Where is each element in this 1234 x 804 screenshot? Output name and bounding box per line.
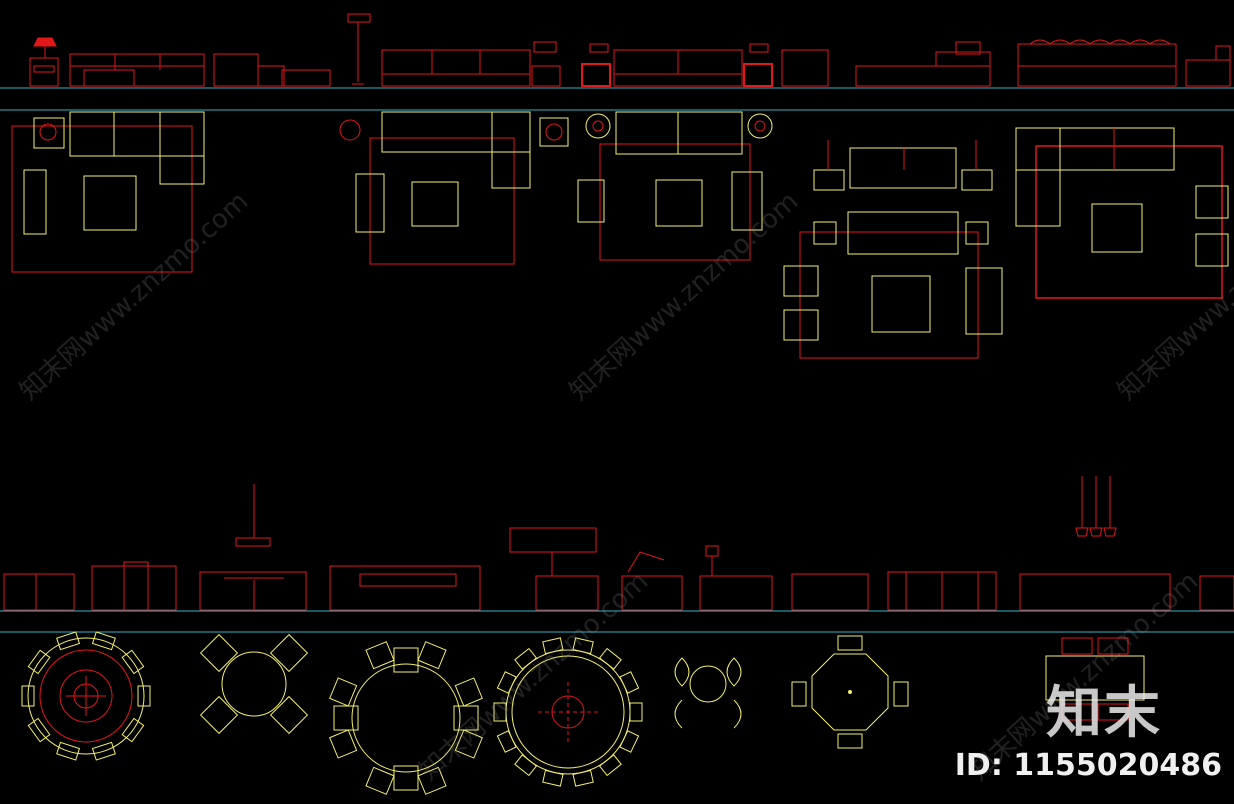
chair-plan-icon: [56, 631, 81, 651]
chair-plan-icon: [598, 754, 622, 777]
dining-elevation-9: [1019, 476, 1234, 611]
chair-plan-icon: [56, 741, 81, 761]
chair-plan-icon: [496, 730, 517, 753]
chair-ring-3: [329, 641, 483, 795]
chair-plan-icon: [21, 685, 35, 707]
chair-ring-1: [21, 631, 151, 761]
sofa-elevation-4: [581, 43, 829, 87]
floor-lamp-elevation-icon: [347, 13, 371, 85]
dining-elevation-1: [3, 573, 75, 611]
chair-plan-icon: [542, 637, 564, 655]
chair-plan-icon: [365, 641, 395, 670]
chair-plan-icon: [496, 671, 517, 694]
guide-lines: [0, 87, 1234, 633]
chair-plan-icon: [514, 647, 538, 670]
sofa-elevation-3: [381, 41, 561, 87]
round-table-plan-1: [27, 637, 145, 755]
chair-plan-icon: [572, 769, 594, 787]
chair-plan-icon: [329, 729, 358, 759]
chair-plan-icon: [121, 717, 145, 743]
chair-plan-icon: [329, 677, 358, 707]
chair-plan-icon: [514, 754, 538, 777]
sofa-plan-5: [1015, 127, 1229, 299]
chair-plan-icon: [454, 729, 483, 759]
chair-plan-icon: [619, 730, 640, 753]
chair-plan-icon: [542, 769, 564, 787]
sofa-elevation-2: [213, 53, 331, 87]
watermark-id: ID: 1155020486: [954, 748, 1222, 783]
round-table-plan-2: [199, 633, 309, 735]
chair-plan-icon: [629, 702, 643, 722]
chair-plan-icon: [417, 641, 447, 670]
dining-elevations: [3, 476, 1234, 611]
chair-plan-icon: [121, 649, 145, 675]
chair-plan-icon: [91, 631, 116, 651]
sofa-plans: [11, 111, 1229, 359]
round-table-plan-3: [333, 647, 479, 791]
sofa-elevation-1: [69, 53, 205, 87]
sofa-elevation-6: [1017, 39, 1231, 87]
sofa-plan-3: [577, 111, 773, 261]
round-table-plan-5: [674, 657, 742, 729]
chair-plan-icon: [365, 766, 395, 795]
chair-plan-icon: [454, 677, 483, 707]
chair-plan-icon: [27, 649, 51, 675]
chair-plan-icon: [493, 702, 507, 722]
dining-elevation-3: [199, 571, 307, 611]
round-table-plan-6: [791, 635, 909, 749]
watermark-logo: 知末: [1046, 681, 1162, 746]
chair-plan-icon: [572, 637, 594, 655]
dining-elevation-6: [621, 545, 773, 611]
sofa-plan-4: [783, 140, 1003, 359]
chair-ring-4: [493, 637, 643, 787]
sofa-elevation-5: [855, 41, 991, 87]
chair-plan-icon: [598, 647, 622, 670]
sofa-plan-2: [339, 111, 569, 265]
dining-elevation-5: [509, 527, 599, 611]
sofa-plan-1: [11, 111, 205, 273]
round-table-plan-4: [505, 649, 631, 775]
chair-plan-icon: [417, 766, 447, 795]
dining-plans: [27, 633, 1145, 791]
sofa-elevations: [29, 13, 1231, 87]
chair-plan-icon: [27, 717, 51, 743]
chair-plan-icon: [91, 741, 116, 761]
rect-table-plan-7: [1045, 637, 1145, 721]
chair-plan-icon: [137, 685, 151, 707]
table-lamp-elevation-icon: [29, 37, 59, 87]
dining-elevation-2: [91, 561, 177, 611]
chair-plan-icon: [619, 671, 640, 694]
dining-elevation-4: [329, 565, 481, 611]
dining-elevation-7: [791, 573, 869, 611]
dining-elevation-8: [887, 571, 997, 611]
pendant-lamp-icon: [235, 484, 271, 547]
